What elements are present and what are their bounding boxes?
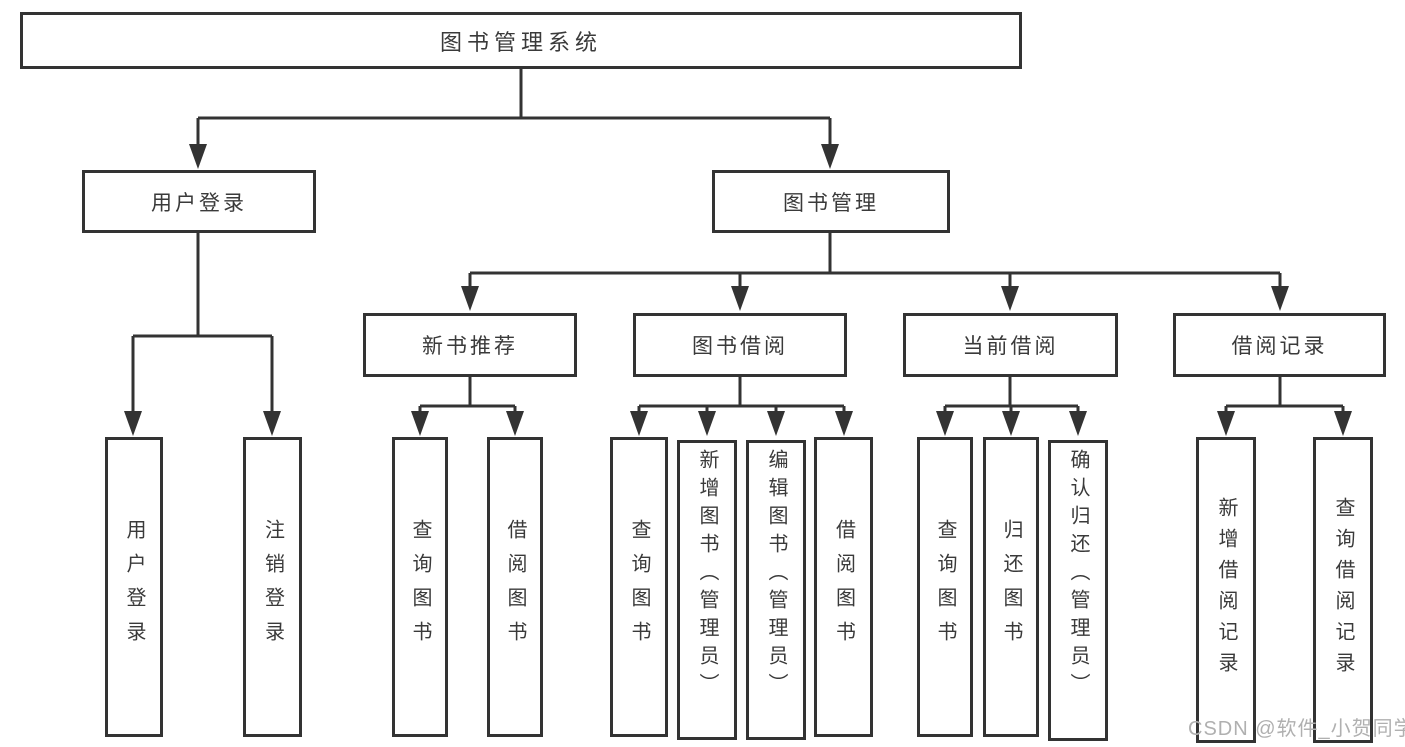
leaf-logout: 注销登录 bbox=[243, 437, 302, 737]
node-book-borrowing: 图书借阅 bbox=[633, 313, 847, 377]
node-book-management: 图书管理 bbox=[712, 170, 950, 233]
node-library-management-system: 图书管理系统 bbox=[20, 12, 1022, 69]
leaf-edit-books-admin: 编辑图书（管理员） bbox=[746, 440, 806, 740]
leaf-add-borrow-record: 新增借阅记录 bbox=[1196, 437, 1256, 743]
node-current-borrowing: 当前借阅 bbox=[903, 313, 1118, 377]
leaf-add-books-admin: 新增图书（管理员） bbox=[677, 440, 737, 740]
node-user-login: 用户登录 bbox=[82, 170, 316, 233]
csdn-watermark: CSDN @软件_小贺同学 bbox=[1188, 718, 1405, 740]
leaf-query-borrow-record: 查询借阅记录 bbox=[1313, 437, 1373, 743]
leaf-current-query-books: 查询图书 bbox=[917, 437, 973, 737]
leaf-borrowing-borrow-books: 借阅图书 bbox=[814, 437, 873, 737]
node-borrowing-records: 借阅记录 bbox=[1173, 313, 1386, 377]
node-new-book-recommendation: 新书推荐 bbox=[363, 313, 577, 377]
leaf-borrowing-query-books: 查询图书 bbox=[610, 437, 668, 737]
arrowhead-icons bbox=[124, 144, 1352, 436]
leaf-return-books: 归还图书 bbox=[983, 437, 1039, 737]
leaf-confirm-return-admin: 确认归还（管理员） bbox=[1048, 440, 1108, 741]
leaf-user-login: 用户登录 bbox=[105, 437, 163, 737]
leaf-newbook-borrow-books: 借阅图书 bbox=[487, 437, 543, 737]
leaf-newbook-query-books: 查询图书 bbox=[392, 437, 448, 737]
